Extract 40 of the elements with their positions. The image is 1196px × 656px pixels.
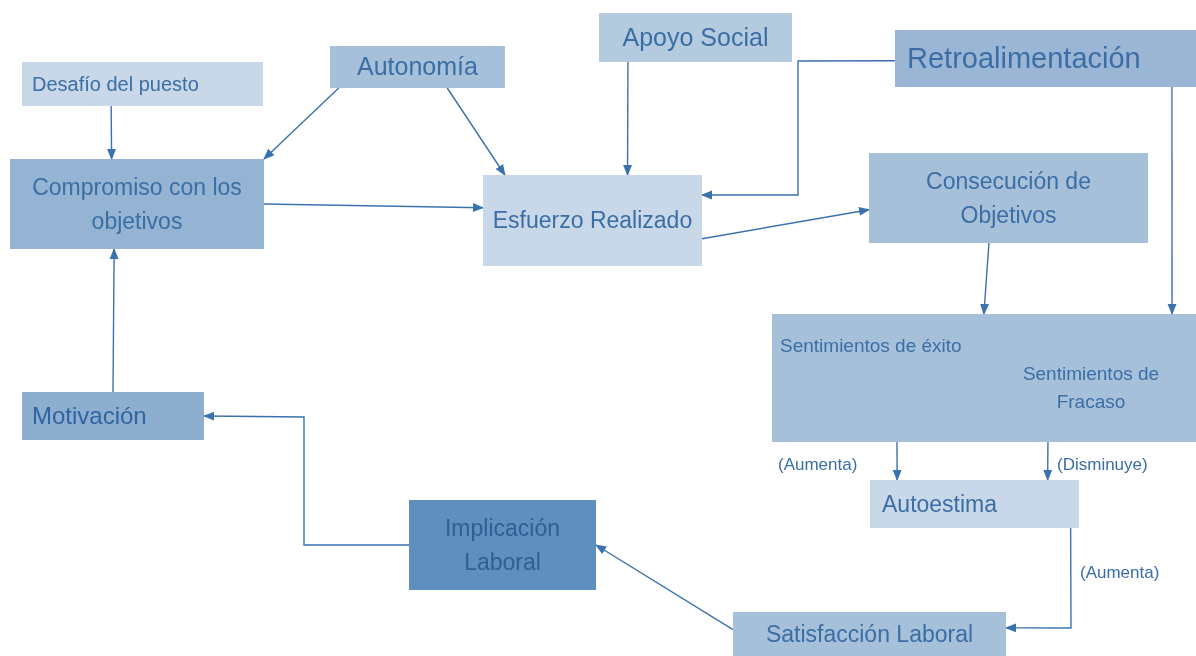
box-label: Retroalimentación xyxy=(907,40,1141,76)
arrow xyxy=(107,105,116,161)
concept-box xyxy=(870,480,1079,528)
arrow xyxy=(109,247,119,393)
edge-label: (Aumenta) xyxy=(1079,563,1161,583)
arrow xyxy=(623,61,633,177)
arrow xyxy=(892,441,902,482)
box-label: Sentimientos de éxito xyxy=(780,334,962,358)
box-label: Autoestima xyxy=(882,489,998,519)
arrow xyxy=(1043,441,1053,482)
box-label: Satisfacción Laboral xyxy=(765,619,974,649)
edge-label: (Disminuye) xyxy=(1056,455,1149,475)
arrow xyxy=(263,87,340,160)
box-label: Compromiso con los objetivos xyxy=(31,172,243,236)
concept-box xyxy=(895,30,1196,87)
box-label: Apoyo Social xyxy=(622,21,769,53)
concept-box xyxy=(733,612,1006,656)
concept-box xyxy=(330,46,505,88)
arrow xyxy=(980,242,990,316)
arrow xyxy=(446,87,506,176)
box-label: Autonomía xyxy=(357,51,478,83)
concept-box xyxy=(10,159,264,249)
arrow xyxy=(701,207,871,240)
concept-box xyxy=(772,314,986,442)
concept-box xyxy=(22,62,263,106)
concept-box xyxy=(869,153,1148,243)
box-label: Motivación xyxy=(32,401,147,431)
arrow xyxy=(263,203,485,213)
concept-box xyxy=(22,392,204,440)
box-label: Esfuerzo Realizado xyxy=(492,206,693,236)
concept-box xyxy=(483,175,702,266)
box-label: Sentimientos de Fracaso xyxy=(1021,361,1161,414)
concept-box xyxy=(986,314,1196,442)
concept-box xyxy=(599,13,792,62)
arrow xyxy=(595,544,734,631)
box-label: Desafío del puesto xyxy=(32,72,199,97)
box-label: Consecución de Objetivos xyxy=(925,166,1092,230)
edge-label: (Aumenta) xyxy=(777,455,859,475)
arrow xyxy=(1167,86,1177,316)
concept-box xyxy=(409,500,596,590)
